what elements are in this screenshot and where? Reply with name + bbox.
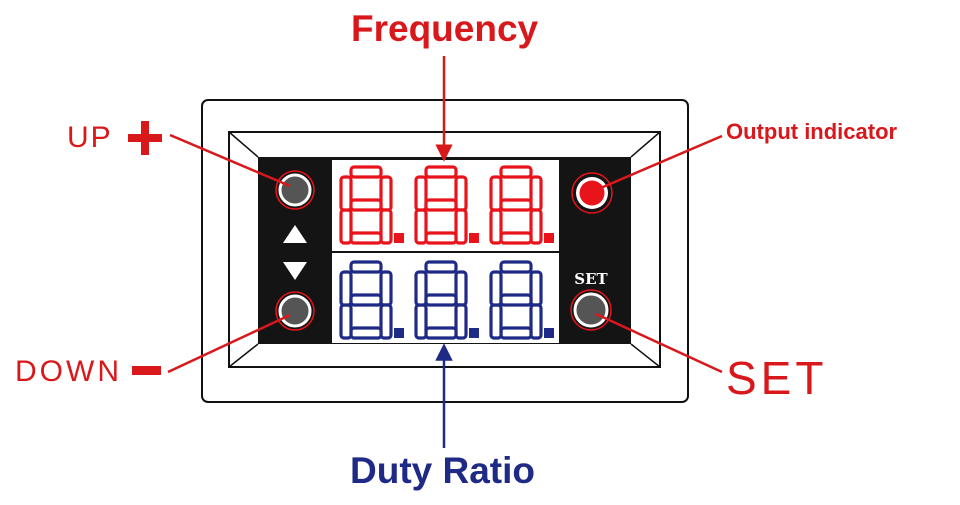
bottom-digit-1-segment-c [379, 303, 393, 340]
top-digit-1-segment-g [349, 198, 383, 212]
bottom-digit-2-segment-a [424, 260, 458, 274]
up-arrow-icon [283, 225, 307, 243]
down-button[interactable] [275, 291, 315, 331]
set-button[interactable] [570, 289, 612, 331]
bezel-corner-br [630, 343, 661, 368]
top-digit-3-segment-f [489, 175, 503, 212]
bezel-corner-bl [228, 343, 259, 368]
bottom-digit-3-decimal-point [544, 328, 554, 338]
top-digit-1-decimal-point [394, 233, 404, 243]
bottom-digit-1-segment-f [339, 270, 353, 307]
bottom-digit-2-segment-g [424, 293, 458, 307]
bottom-digit-1-segment-g [349, 293, 383, 307]
bottom-digit-3-segment-e [489, 303, 503, 340]
bottom-digit-2-segment-e [414, 303, 428, 340]
bottom-digit-1-segment-d [349, 326, 383, 340]
top-digit-2-decimal-point [469, 233, 479, 243]
top-digit-2-segment-c [454, 208, 468, 245]
bottom-digit-3-segment-f [489, 270, 503, 307]
duty-ratio-label: Duty Ratio [350, 450, 535, 491]
bottom-digit-1-segment-e [339, 303, 353, 340]
up-button[interactable] [275, 170, 315, 210]
top-digit-1-segment-d [349, 231, 383, 245]
set-label: SET [726, 352, 828, 404]
top-digit-2-segment-e [414, 208, 428, 245]
bottom-digit-2-segment-f [414, 270, 428, 307]
minus-icon [132, 366, 161, 375]
output-leader [595, 134, 723, 192]
bottom-digit-3-segment-g [499, 293, 533, 307]
up-label: UP [67, 121, 113, 154]
bottom-digit-2-segment-c [454, 303, 468, 340]
top-digit-3-decimal-point [544, 233, 554, 243]
top-digit-2-segment-g [424, 198, 458, 212]
top-digit-1-segment-c [379, 208, 393, 245]
top-digit-group [339, 165, 554, 245]
bottom-digit-3-segment-d [499, 326, 533, 340]
top-digit-3-segment-e [489, 208, 503, 245]
up-leader [169, 133, 291, 188]
top-digit-3-segment-c [529, 208, 543, 245]
top-digit-2-segment-f [414, 175, 428, 212]
bezel-corner-tl [228, 131, 259, 158]
plus-icon [128, 121, 162, 155]
top-digit-1-segment-a [349, 165, 383, 179]
top-digit-2-segment-d [424, 231, 458, 245]
top-digit-1-segment-e [339, 208, 353, 245]
bottom-digit-3-segment-c [529, 303, 543, 340]
bottom-digit-2-decimal-point [469, 328, 479, 338]
down-label: DOWN [15, 355, 122, 388]
bottom-digit-3-segment-a [499, 260, 533, 274]
bottom-digit-group [339, 260, 554, 340]
bezel-corner-tr [630, 131, 661, 158]
top-digit-3-segment-g [499, 198, 533, 212]
frequency-label: Frequency [351, 8, 539, 49]
bottom-digit-1-decimal-point [394, 328, 404, 338]
top-digit-2-segment-a [424, 165, 458, 179]
top-digit-3-segment-d [499, 231, 533, 245]
bottom-digit-2-segment-d [424, 326, 458, 340]
set-leader [595, 312, 723, 374]
down-leader [167, 313, 291, 374]
bottom-digit-1-segment-a [349, 260, 383, 274]
top-digit-3-segment-a [499, 165, 533, 179]
set-button-caption: SET [574, 270, 608, 288]
down-arrow-icon [283, 262, 307, 280]
output-indicator-label: Output indicator [726, 119, 898, 144]
top-digit-1-segment-f [339, 175, 353, 212]
output-indicator-led [571, 172, 613, 214]
